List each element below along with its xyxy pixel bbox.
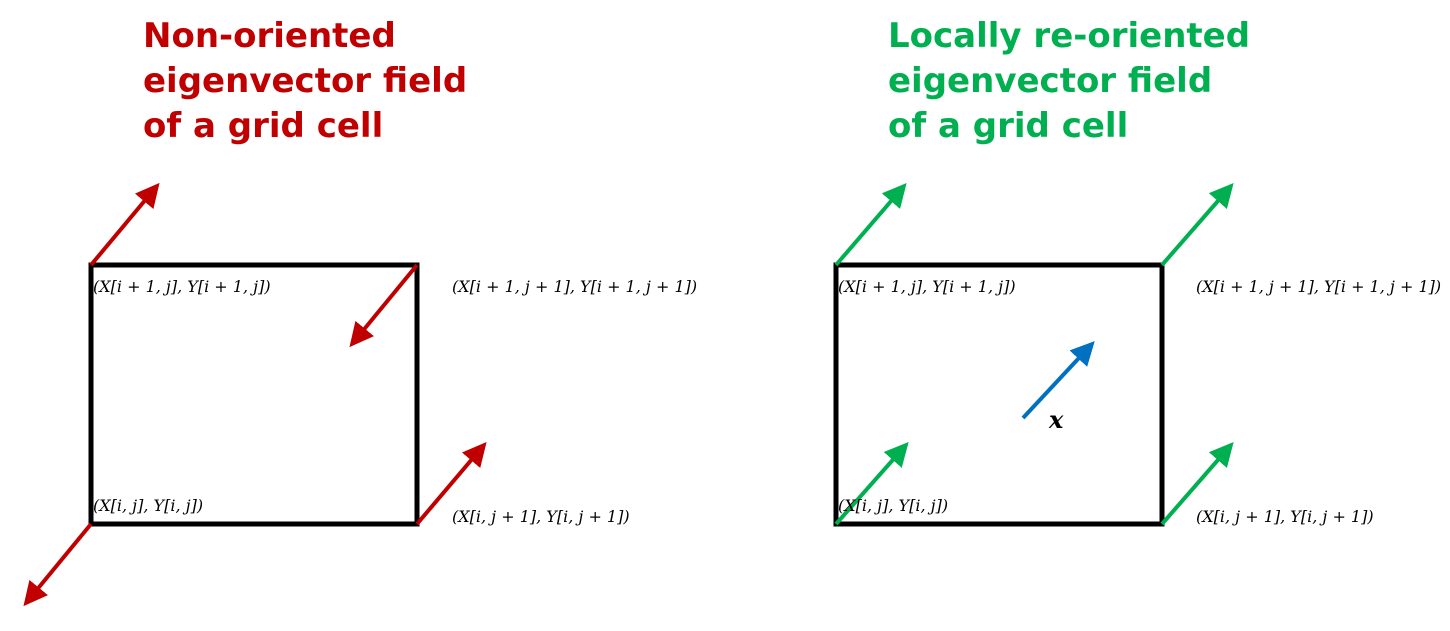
right-vector-bottom-left [834,442,909,526]
right-label-top-right: (X[i + 1, j + 1], Y[i + 1, j + 1]) [1196,277,1442,296]
right-grid-cell [833,262,1165,527]
right-label-bottom-right: (X[i, j + 1], Y[i, j + 1]) [1196,507,1374,526]
query-point-label: x [1049,405,1064,434]
left-grid-cell [88,262,420,527]
right-vector-top-left [834,182,907,267]
left-vector-bottom-right [415,441,487,526]
left-label-top-right: (X[i + 1, j + 1], Y[i + 1, j + 1]) [452,277,698,296]
left-panel-title: Non-oriented eigenvector field of a grid… [143,16,468,146]
right-label-bottom-left: (X[i, j], Y[i, j]) [838,496,949,515]
left-label-bottom-left: (X[i, j], Y[i, j]) [93,496,204,515]
left-vector-top-left [89,182,160,267]
right-label-top-left: (X[i + 1, j], Y[i + 1, j]) [838,277,1016,296]
right-panel-title: Locally re-oriented eigenvector field of… [888,16,1251,146]
left-label-top-left: (X[i + 1, j], Y[i + 1, j]) [93,277,271,296]
left-vector-bottom-left [23,522,93,607]
right-vector-top-right [1160,182,1234,267]
right-vector-bottom-right [1160,441,1234,526]
left-vector-top-right [349,263,419,348]
left-label-bottom-right: (X[i, j + 1], Y[i, j + 1]) [452,507,630,526]
query-point-vector [1021,341,1095,420]
